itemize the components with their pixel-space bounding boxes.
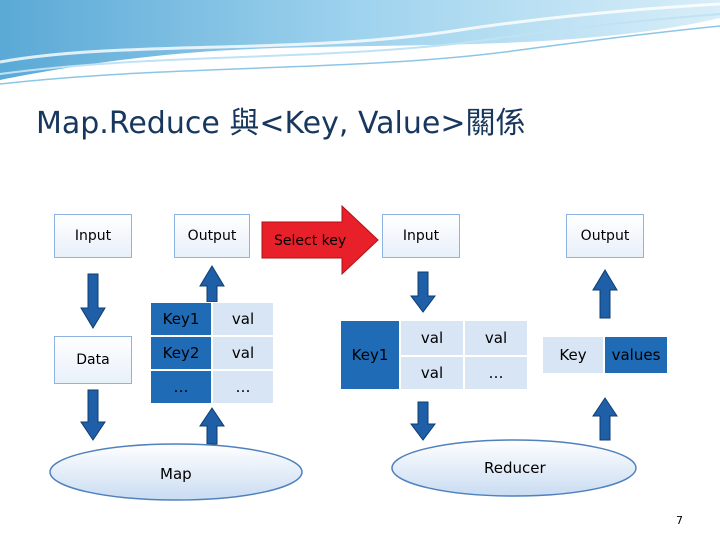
grid-cell: val — [400, 320, 464, 356]
table-key-3: … — [173, 378, 189, 396]
table-val-2: val — [231, 344, 255, 362]
map-output-label: Output — [187, 228, 237, 244]
reduce-key1-cell: Key1 — [340, 320, 400, 390]
reduce-key1-label: Key1 — [351, 346, 389, 364]
data-box: Data — [54, 336, 132, 384]
up-arrow-icon — [199, 265, 225, 303]
down-arrow-icon — [410, 271, 436, 313]
table-cell-key: … — [150, 370, 212, 404]
data-label: Data — [76, 352, 110, 368]
map-label: Map — [160, 465, 192, 483]
reduce-input-label: Input — [402, 228, 440, 244]
select-key-arrow-icon — [261, 204, 379, 276]
grid-cell-text: val — [420, 364, 444, 382]
up-arrow-icon — [592, 269, 618, 319]
reduce-output-box: Output — [566, 214, 644, 258]
result-key-cell: Key — [542, 336, 604, 374]
grid-cell: … — [464, 356, 528, 390]
up-arrow-icon — [592, 397, 618, 441]
table-cell-val: val — [212, 336, 274, 370]
map-output-box: Output — [174, 214, 250, 258]
grid-cell-text: … — [488, 364, 504, 382]
reduce-input-box: Input — [382, 214, 460, 258]
reducer-label: Reducer — [484, 459, 546, 477]
down-arrow-icon — [80, 273, 106, 329]
table-val-1: val — [231, 310, 255, 328]
table-key-1: Key1 — [162, 310, 200, 328]
map-input-box: Input — [54, 214, 132, 258]
slide-title: Map.Reduce 與<Key, Value>關係 — [36, 106, 526, 141]
table-val-3: … — [235, 378, 251, 396]
grid-cell: val — [464, 320, 528, 356]
reduce-output-label: Output — [580, 228, 630, 244]
result-values-cell: values — [604, 336, 668, 374]
down-arrow-icon — [80, 389, 106, 441]
result-key-label: Key — [559, 346, 587, 364]
table-cell-val: … — [212, 370, 274, 404]
grid-cell-text: val — [484, 329, 508, 347]
table-key-2: Key2 — [162, 344, 200, 362]
down-arrow-icon — [410, 401, 436, 441]
result-values-label: values — [611, 346, 661, 364]
map-input-label: Input — [74, 228, 112, 244]
reducer-ellipse — [391, 439, 637, 497]
select-key-label: Select key — [274, 233, 347, 249]
table-cell-key: Key2 — [150, 336, 212, 370]
table-cell-val: val — [212, 302, 274, 336]
header-wave-decoration — [0, 0, 720, 85]
map-ellipse — [49, 443, 303, 501]
up-arrow-icon — [199, 407, 225, 445]
table-cell-key: Key1 — [150, 302, 212, 336]
page-number: 7 — [676, 514, 683, 527]
grid-cell: val — [400, 356, 464, 390]
grid-cell-text: val — [420, 329, 444, 347]
